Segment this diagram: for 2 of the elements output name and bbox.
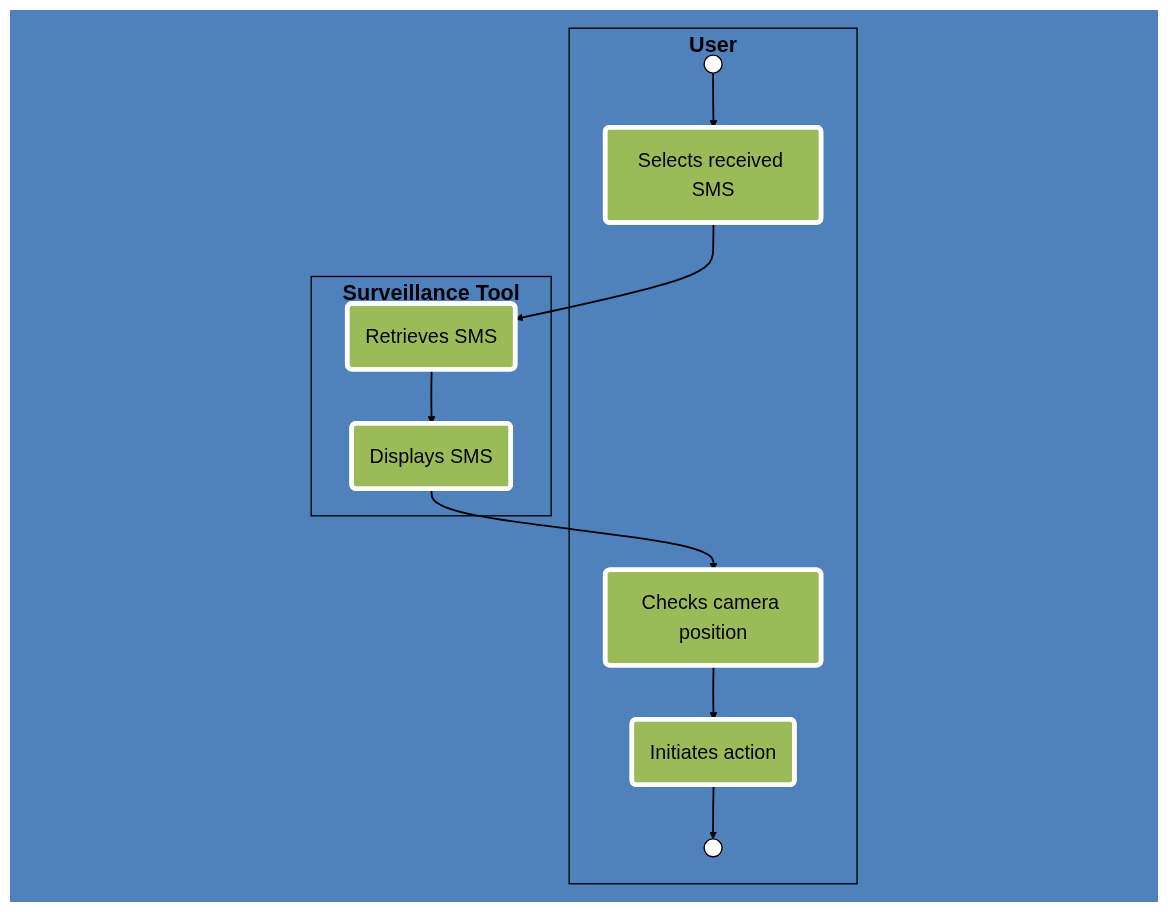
node-circle — [703, 54, 723, 74]
node-circle — [703, 838, 723, 858]
